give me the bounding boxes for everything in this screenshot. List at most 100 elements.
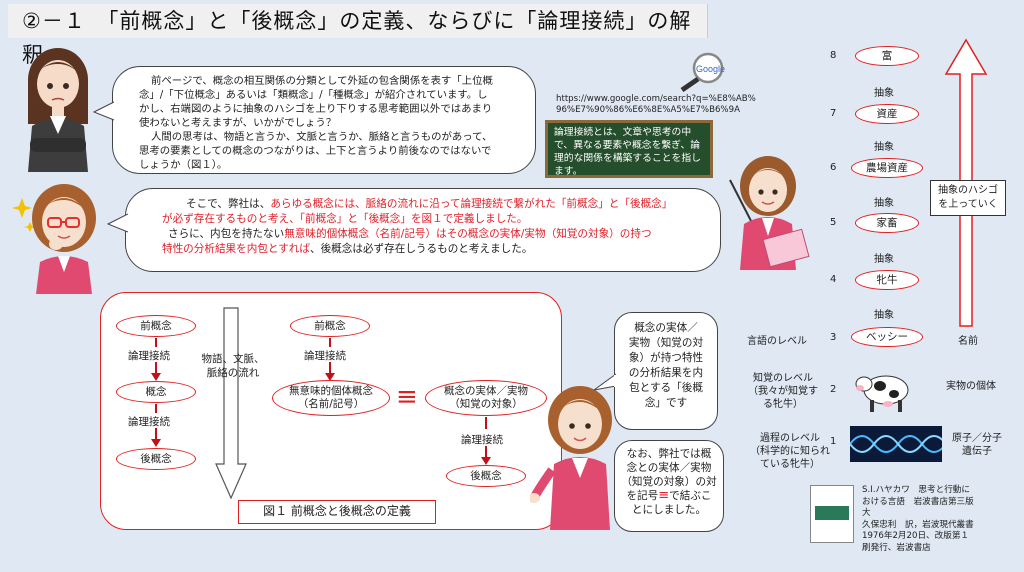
ladder-rung-bessie: ベッシー (851, 327, 923, 347)
ladder-level-number: 6 (830, 162, 837, 173)
arrow-head (325, 373, 335, 381)
source-url[interactable]: https://www.google.com/search?q=%E8%AB%9… (556, 94, 756, 115)
process-level-label: 過程のレベル （科学的に知られ ている牝牛） (750, 432, 830, 471)
link-label: 論理接続 (461, 434, 503, 446)
woman-thinking-icon (28, 48, 88, 172)
bubble1-line: かし、右端図のように抽象のハシゴを上り下りする思考範囲以外ではあまり (139, 103, 493, 115)
bubble4-line: を記号 (626, 490, 659, 502)
entity-sub: （知覚の対象） (449, 398, 523, 410)
ladder-rung-wealth: 富 (855, 46, 919, 66)
bubble3-line: 象）が持つ特性 (628, 352, 704, 364)
woman-presenting-icon (530, 386, 612, 530)
perception-line: （我々が知覚す (748, 386, 818, 397)
ladder-level-number: 3 (830, 332, 837, 343)
arrow-head (151, 373, 161, 381)
arrow-head (481, 457, 491, 465)
arrow-stem (485, 417, 487, 429)
speech-bubble-symbol: なお、弊社では概 念との実体／実物 （知覚の対象）の対 を記号≡で結ぶこ とにし… (614, 440, 724, 532)
perception-line: 知覚のレベル (753, 373, 813, 384)
language-level-label: 言語のレベル (747, 336, 807, 347)
bubble4-line: で結ぶこ (669, 490, 712, 502)
cow-icon (855, 375, 909, 412)
book-line: S.I.ハヤカワ 思考と行動に (862, 485, 970, 495)
ladder-level-number: 5 (830, 217, 837, 228)
speech-bubble-definition: そこで、弊社は、あらゆる概念には、脈絡の流れに沿って論理接続で繋がれた「前概念」… (125, 188, 721, 272)
oval-entity: 概念の実体／実物 （知覚の対象） (425, 380, 547, 416)
bubble3-line: の分析結果を内 (628, 367, 704, 379)
bubble2-text: 、後概念は必ず存在しうるものと考えました。 (310, 243, 533, 255)
book-band (815, 506, 849, 520)
bubble1-line: 思考の要素としての概念のつながりは、上下と言うより前後なのではないで (139, 145, 492, 157)
bubble1-line: しょうか（図１）。 (139, 159, 228, 171)
atom-label: 原子／分子 遺伝子 (952, 432, 1002, 458)
name-label: 名前 (958, 336, 978, 347)
perception-level-label: 知覚のレベル （我々が知覚す る牝牛） (748, 372, 818, 411)
link-label: 論理接続 (304, 350, 346, 362)
bubble4-line: とにしました。 (631, 504, 707, 516)
oval-post-concept: 後概念 (116, 448, 196, 470)
ladder-level-number: 8 (830, 50, 837, 61)
abstract-label: 抽象 (874, 310, 894, 321)
atom-line: 遺伝子 (962, 446, 992, 457)
magnifier-icon: Google (680, 52, 725, 92)
bubble2-highlight: あらゆる概念には、脈絡の流れに沿って論理接続で繋がれた「前概念」と「後概念」 (270, 198, 673, 210)
link-label: 論理接続 (128, 416, 170, 428)
ladder-note-box: 抽象のハシゴ を上っていく (930, 180, 1006, 216)
oval-concept: 概念 (116, 381, 196, 403)
ladder-rung-assets: 資産 (855, 104, 919, 124)
bubble2-highlight: 無意味的個体概念（名前/記号）はその概念の実体/実物（知覚の対象）の持つ (284, 228, 652, 240)
speech-bubble-entity: 概念の実体／ 実物（知覚の対 象）が持つ特性 の分析結果を内 包とする「後概 念… (614, 312, 718, 430)
book-line: 久保忠利 訳，岩波現代叢書 (862, 519, 974, 530)
bubble2-highlight: が必ず存在するものと考え、「前概念」と「後概念」を図１で定義しました。 (162, 213, 528, 225)
ladder-rung-farm-assets: 農場資産 (851, 158, 923, 178)
book-reference: S.I.ハヤカワ 思考と行動に おける言語 岩波書店第三版 大 久保忠利 訳，岩… (862, 485, 984, 554)
bubble2-text: そこで、弊社は、 (186, 198, 271, 210)
bubble4-line: 念との実体／実物 (626, 462, 712, 474)
google-logo-text: Google (696, 64, 725, 74)
woman-teacher-icon (729, 156, 810, 270)
chalkboard: 論理接続とは、文章や思考の中で、異なる要素や概念を繋ぎ、論理的な関係を構築するこ… (545, 120, 713, 178)
bubble3-line: 念」です (644, 397, 688, 409)
oval-individual-concept: 無意味的個体概念 （名前/記号） (272, 380, 390, 416)
bubble1-line: 前ページで、概念の相互関係の分類として外延の包含関係を表す「上位概 (151, 75, 493, 87)
bubble3-line: 包とする「後概 (629, 382, 703, 394)
bubble1-line: 人間の思考は、物語と言うか、文脈と言うか、脈絡と言うものがあって、 (151, 131, 493, 143)
arrow-stem (155, 338, 157, 347)
bubble4-line: （知覚の対象）の対 (621, 476, 717, 488)
ladder-rung-livestock: 家畜 (855, 213, 919, 233)
bubble-tail (92, 101, 116, 121)
individual-concept-label: 無意味的個体概念 (289, 385, 373, 397)
abstract-label: 抽象 (874, 198, 894, 209)
process-line: （科学的に知られ (750, 446, 830, 457)
book-line: おける言語 岩波書店第三版 大 (862, 496, 983, 519)
woman-glasses-icon (12, 184, 96, 294)
arrow-stem (155, 404, 157, 413)
bubble2-highlight: 特性の分析結果を内包とすれば (162, 243, 310, 255)
bubble4-line: なお、弊社では概 (626, 448, 712, 460)
arrow-head (151, 439, 161, 447)
perception-line: る牝牛） (763, 399, 803, 410)
figure-caption: 図１ 前概念と後概念の定義 (238, 500, 436, 524)
ladder-note: 抽象のハシゴ (938, 185, 998, 196)
chalkboard-text: 論理接続とは、文章や思考の中で、異なる要素や概念を繋ぎ、論理的な関係を構築するこ… (554, 127, 701, 177)
oval-pre-concept: 前概念 (116, 315, 196, 337)
equivalence-symbol-small: ≡ (658, 488, 670, 503)
oval-post-concept-right: 後概念 (446, 465, 526, 487)
abstract-label: 抽象 (874, 254, 894, 265)
abstract-label: 抽象 (874, 142, 894, 153)
arrow-stem (155, 362, 157, 374)
equivalence-symbol: ≡ (396, 382, 418, 412)
flow-label: 物語、文脈、脈絡の流れ (201, 353, 265, 379)
ladder-level-number: 1 (830, 436, 837, 447)
ladder-note: を上っていく (938, 199, 998, 210)
arrow-stem (329, 362, 331, 374)
process-line: ている牝牛） (760, 459, 820, 470)
abstract-label: 抽象 (874, 88, 894, 99)
bubble3-line: 実物（知覚の対 (628, 337, 704, 349)
bubble1-line: 念」/「下位概念」あるいは「類概念」/「種概念」が紹介されています。し (139, 89, 488, 101)
ladder-level-number: 7 (830, 108, 837, 119)
book-line: 刷発行、岩波書店 (862, 542, 931, 553)
bubble-tail (106, 213, 130, 233)
bubble3-line: 概念の実体／ (634, 322, 698, 334)
book-line: 1976年2月20日、改版第１ (862, 531, 970, 541)
